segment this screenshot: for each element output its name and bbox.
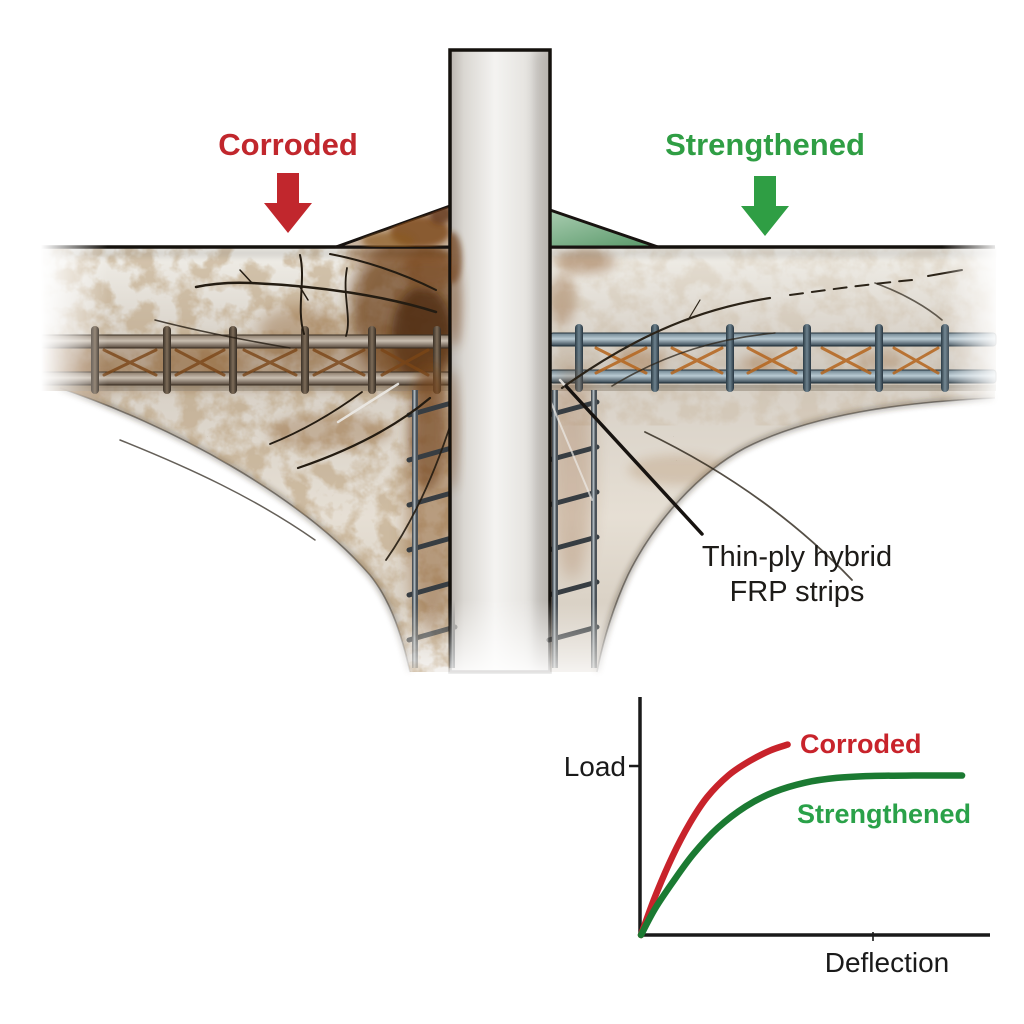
frp-callout: Thin-ply hybrid FRP strips [564,384,892,608]
rebar-x-braces-right [594,346,940,375]
chart-ylabel: Load [564,751,626,782]
callout-line1: Thin-ply hybrid [702,541,892,573]
chart-curve-corroded [637,741,791,939]
corroded-label: Corroded [218,127,358,162]
column-rebar-cages [406,360,600,668]
cracks-right [560,269,963,581]
strengthened-label: Strengthened [665,127,865,162]
stirrups-right [575,324,949,392]
callout-leader-line [564,384,704,536]
stirrups-left [91,326,441,394]
chart-legend-strengthened: Strengthened [797,799,971,829]
right-grime-texture [550,247,996,417]
beam-rebar-left [27,326,453,394]
cracks-left [119,253,453,561]
chart-legend-corroded: Corroded [800,729,922,759]
corroded-arrow-icon [264,173,312,233]
right-haunch-frp [548,208,660,249]
column [448,48,552,674]
callout-line2: FRP strips [730,576,865,608]
chart-curve-strengthened [637,772,966,939]
left-haunch-rust [362,206,450,247]
strengthened-arrow-icon [741,176,789,236]
load-deflection-chart: Load Deflection Corroded Strengthened [564,697,990,978]
rebar-x-braces-left [102,348,430,377]
chart-xlabel: Deflection [825,947,950,978]
